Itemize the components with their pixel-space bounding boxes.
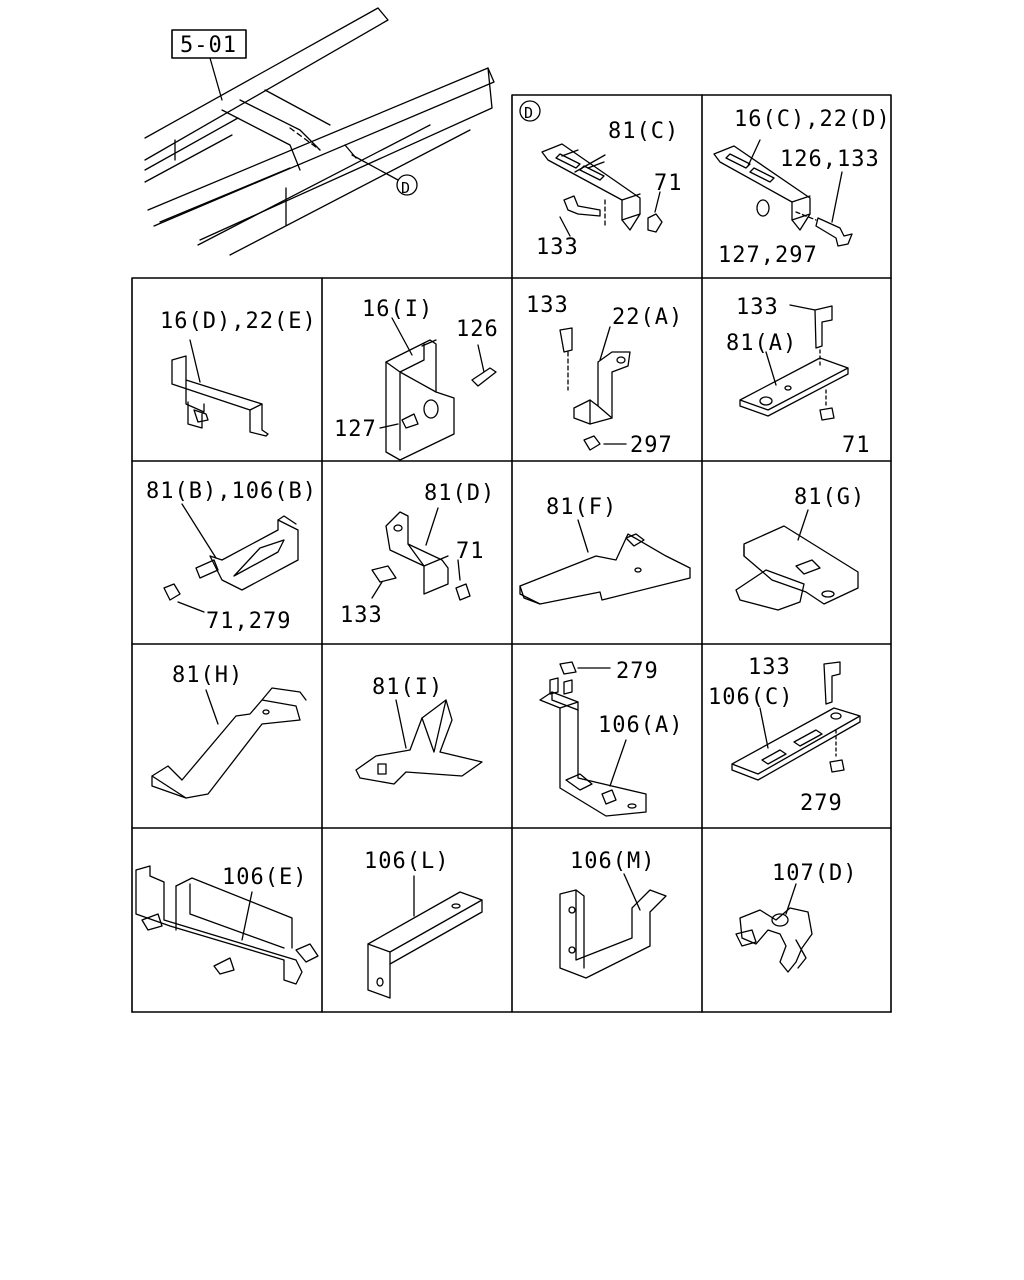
label-81b-106b: 81(B),106(B) xyxy=(146,479,317,504)
label-22a: 22(A) xyxy=(612,305,683,330)
label-81i: 81(I) xyxy=(372,675,443,700)
part-106c-plate[interactable] xyxy=(731,661,861,781)
part-81c-bracket[interactable] xyxy=(541,143,663,237)
label-71: 71 xyxy=(842,433,871,458)
part-106e-bracket[interactable] xyxy=(135,865,319,985)
part-106m-bracket[interactable] xyxy=(559,873,667,979)
part-81i-bracket[interactable] xyxy=(355,699,483,785)
part-16i-bracket[interactable] xyxy=(379,317,497,461)
part-107d-clip[interactable] xyxy=(735,883,813,973)
part-81a-plate[interactable] xyxy=(739,304,849,421)
label-133: 133 xyxy=(526,293,569,318)
ref-box-frame[interactable] xyxy=(171,29,247,59)
part-106a-bracket[interactable] xyxy=(539,661,647,817)
part-81g-plate[interactable] xyxy=(735,509,859,611)
label-126-133: 126,133 xyxy=(780,147,880,172)
label-106c: 106(C) xyxy=(708,685,793,710)
part-81f-plate[interactable] xyxy=(519,519,691,605)
label-279: 279 xyxy=(616,659,659,684)
label-81d: 81(D) xyxy=(424,481,495,506)
label-106m: 106(M) xyxy=(570,849,655,874)
detail-d-callout[interactable] xyxy=(396,174,418,196)
label-127: 127 xyxy=(334,417,377,442)
label-81h: 81(H) xyxy=(172,663,243,688)
label-127-297: 127,297 xyxy=(718,243,818,268)
label-71-279: 71,279 xyxy=(206,609,291,634)
label-133: 133 xyxy=(340,603,383,628)
label-71: 71 xyxy=(654,171,683,196)
label-107d: 107(D) xyxy=(772,861,857,886)
label-133: 133 xyxy=(736,295,779,320)
ref-box-label: 5-01 xyxy=(180,33,237,58)
detail-d-callout-letter: D xyxy=(401,179,411,197)
label-133: 133 xyxy=(536,235,579,260)
part-81h-bracket[interactable] xyxy=(151,687,307,799)
label-106l: 106(L) xyxy=(364,849,449,874)
label-81a: 81(A) xyxy=(726,331,797,356)
parts-grid xyxy=(131,94,892,1013)
label-106e: 106(E) xyxy=(222,865,307,890)
label-16d-22e: 16(D),22(E) xyxy=(160,309,317,334)
label-71: 71 xyxy=(456,539,485,564)
part-81d-bracket[interactable] xyxy=(371,507,471,601)
detail-d-marker-letter: D xyxy=(524,104,534,122)
frame-overview-drawing xyxy=(144,7,495,256)
part-16d-22e-bracket[interactable] xyxy=(171,339,269,437)
label-81g: 81(G) xyxy=(794,485,865,510)
part-22a-bracket[interactable] xyxy=(559,326,631,451)
label-81c: 81(C) xyxy=(608,119,679,144)
label-126: 126 xyxy=(456,317,499,342)
label-16i: 16(I) xyxy=(362,297,433,322)
label-81f: 81(F) xyxy=(546,495,617,520)
label-279: 279 xyxy=(800,791,843,816)
label-16c-22d: 16(C),22(D) xyxy=(734,107,891,132)
detail-d-marker xyxy=(519,100,541,122)
label-106a: 106(A) xyxy=(598,713,683,738)
part-106l-bracket[interactable] xyxy=(367,875,483,999)
label-297: 297 xyxy=(630,433,673,458)
part-16c-22d-bracket[interactable] xyxy=(713,139,853,247)
part-81b-106b-bracket[interactable] xyxy=(163,503,299,613)
label-133: 133 xyxy=(748,655,791,680)
